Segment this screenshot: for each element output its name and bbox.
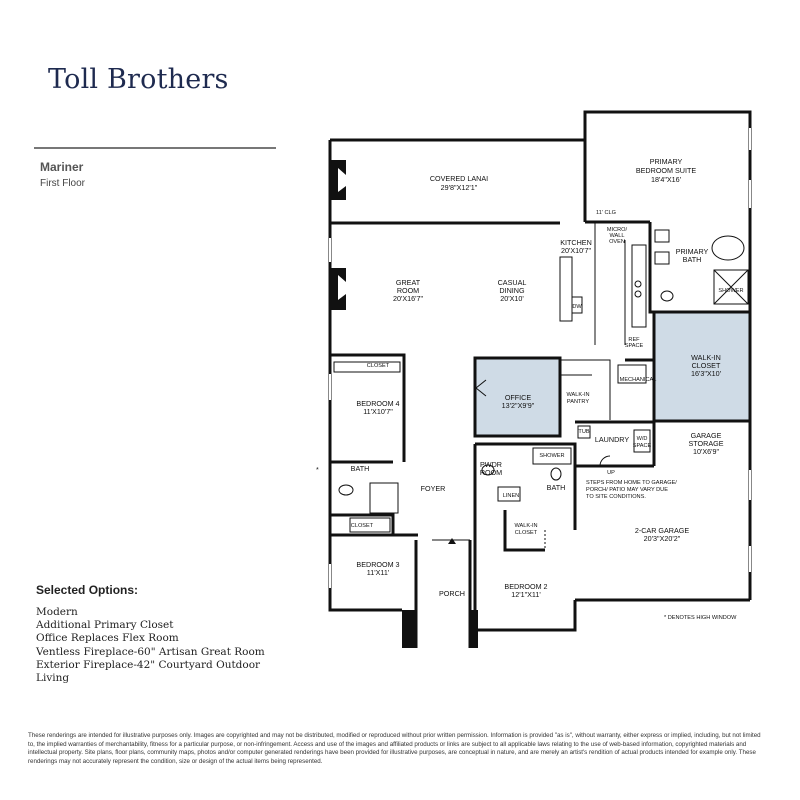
svg-text:PWDR: PWDR [480, 460, 502, 469]
office-shading [475, 358, 560, 436]
windows [329, 128, 751, 588]
header-divider [34, 147, 276, 149]
svg-text:PANTRY: PANTRY [567, 399, 589, 405]
svg-text:TUB: TUB [578, 429, 589, 435]
fireplaces [330, 160, 346, 310]
svg-text:CLOSET: CLOSET [515, 530, 538, 536]
svg-text:SHOWER: SHOWER [718, 288, 743, 294]
svg-text:20'X10': 20'X10' [500, 294, 524, 303]
option-item: Additional Primary Closet [36, 619, 174, 632]
svg-text:BATH: BATH [351, 464, 370, 473]
kitchen-counter [631, 244, 647, 328]
svg-text:DW: DW [572, 304, 582, 310]
bathtub [711, 235, 745, 261]
svg-text:LAUNDRY: LAUNDRY [595, 435, 629, 444]
svg-text:WALL: WALL [609, 233, 624, 239]
option-item: Living [36, 672, 70, 685]
selected-options-title: Selected Options: [36, 583, 139, 597]
svg-text:DINING: DINING [499, 286, 525, 295]
svg-text:20'3"X20'2": 20'3"X20'2" [644, 534, 681, 543]
svg-text:11'X10'7": 11'X10'7" [363, 407, 393, 416]
svg-text:BEDROOM SUITE: BEDROOM SUITE [636, 166, 697, 175]
small-labels: CLOSET CLOSET SHOWER SHOWER LINEN WALK-I… [316, 210, 744, 621]
svg-text:SHOWER: SHOWER [539, 453, 564, 459]
svg-text:GREAT: GREAT [396, 278, 421, 287]
svg-text:BATH: BATH [547, 483, 566, 492]
room-labels: COVERED LANAI 29'8"X12'1" PRIMARY BEDROO… [351, 157, 724, 599]
svg-text:10'X6'9": 10'X6'9" [693, 447, 720, 456]
primary-shower [713, 269, 749, 305]
svg-text:PORCH/ PATIO MAY VARY DUE: PORCH/ PATIO MAY VARY DUE [586, 487, 668, 493]
option-item: Modern [36, 606, 78, 618]
svg-text:PORCH: PORCH [439, 589, 465, 598]
svg-text:STORAGE: STORAGE [688, 439, 723, 448]
svg-text:GARAGE: GARAGE [691, 431, 722, 440]
option-item: Office Replaces Flex Room [36, 632, 179, 645]
svg-text:COVERED LANAI: COVERED LANAI [430, 174, 488, 183]
svg-text:BEDROOM 2: BEDROOM 2 [504, 582, 547, 591]
svg-text:11'X11': 11'X11' [367, 568, 390, 577]
svg-text:W/D: W/D [637, 436, 648, 442]
option-item: Exterior Fireplace-42" Courtyard Outdoor [36, 658, 261, 671]
svg-text:WALK-IN: WALK-IN [514, 523, 537, 529]
svg-text:SPACE: SPACE [625, 343, 644, 349]
svg-text:FOYER: FOYER [421, 484, 446, 493]
svg-text:13'2"X9'9": 13'2"X9'9" [502, 401, 535, 410]
svg-text:ROOM: ROOM [480, 468, 502, 477]
svg-text:CLOSET: CLOSET [367, 363, 390, 369]
svg-text:OVEN: OVEN [609, 239, 625, 245]
svg-text:WALK-IN: WALK-IN [691, 353, 721, 362]
svg-text:REF: REF [628, 337, 640, 343]
svg-text:29'8"X12'1": 29'8"X12'1" [441, 183, 478, 192]
svg-text:18'4"X16': 18'4"X16' [651, 175, 682, 184]
svg-text:20'X16'7": 20'X16'7" [393, 294, 424, 303]
svg-text:ROOM: ROOM [397, 286, 419, 295]
svg-text:BEDROOM 3: BEDROOM 3 [356, 560, 399, 569]
svg-text:CLOSET: CLOSET [351, 523, 374, 529]
svg-text:SPACE: SPACE [633, 443, 652, 449]
svg-text:PRIMARY: PRIMARY [676, 247, 709, 256]
plan-name: Mariner [40, 160, 84, 174]
dishwasher [571, 296, 583, 314]
svg-text:PRIMARY: PRIMARY [650, 157, 683, 166]
svg-text:BEDROOM 4: BEDROOM 4 [356, 399, 399, 408]
svg-text:11' CLG: 11' CLG [596, 210, 616, 216]
walk-in-closet-shading [654, 312, 750, 421]
svg-text:CLOSET: CLOSET [692, 361, 721, 370]
svg-text:KITCHEN: KITCHEN [560, 238, 592, 247]
svg-text:20'X10'7": 20'X10'7" [561, 246, 592, 255]
svg-text:TO SITE CONDITIONS.: TO SITE CONDITIONS. [586, 494, 646, 500]
door-swings [432, 379, 611, 550]
legal-disclaimer: These renderings are intended for illust… [28, 732, 761, 765]
svg-text:STEPS FROM HOME TO GARAGE/: STEPS FROM HOME TO GARAGE/ [586, 480, 677, 486]
toll-brothers-logo: Toll Brothers [48, 64, 229, 95]
option-item: Ventless Fireplace-60" Artisan Great Roo… [36, 645, 265, 658]
interior-walls [330, 140, 750, 610]
svg-text:* DENOTES HIGH WINDOW: * DENOTES HIGH WINDOW [664, 615, 737, 621]
svg-text:LINEN: LINEN [503, 493, 519, 499]
selected-options-list: Modern Additional Primary Closet Office … [36, 606, 286, 685]
svg-text:MECHANICAL: MECHANICAL [620, 377, 657, 383]
fixtures [333, 229, 749, 533]
svg-text:OFFICE: OFFICE [505, 393, 532, 402]
svg-text:*: * [316, 465, 319, 474]
svg-text:2-CAR GARAGE: 2-CAR GARAGE [635, 526, 690, 535]
svg-text:BATH: BATH [683, 255, 702, 264]
plan-floor: First Floor [40, 178, 85, 189]
svg-text:12'1"X11': 12'1"X11' [511, 590, 541, 599]
svg-text:MICRO/: MICRO/ [607, 227, 628, 233]
kitchen-island [559, 256, 573, 322]
svg-text:CASUAL: CASUAL [498, 278, 527, 287]
svg-text:WALK-IN: WALK-IN [566, 392, 589, 398]
bath-tub-4 [369, 482, 399, 514]
svg-text:UP: UP [607, 470, 615, 476]
svg-text:16'3"X10': 16'3"X10' [691, 369, 722, 378]
